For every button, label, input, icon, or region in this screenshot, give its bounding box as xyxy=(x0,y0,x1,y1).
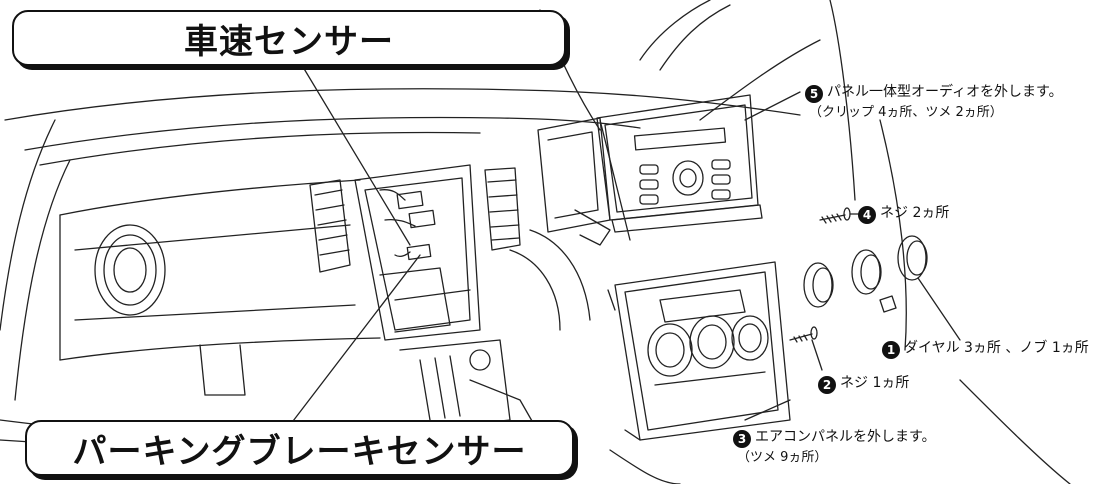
connector-b xyxy=(408,209,436,229)
center-left-vent xyxy=(309,179,351,273)
leader-3 xyxy=(744,399,791,421)
step-4-number: 4 xyxy=(858,206,876,224)
step-3-number: 3 xyxy=(733,430,751,448)
step-5-text: パネル一体型オーディオを外します。 xyxy=(827,84,1063,100)
step-3-text: エアコンパネルを外します。 xyxy=(755,429,936,445)
leader-speed-sensor xyxy=(299,61,411,246)
leader-5 xyxy=(744,91,801,121)
dial-knobs xyxy=(803,235,928,313)
screw-2 xyxy=(789,326,818,343)
dashboard-top-edge xyxy=(4,88,801,121)
parking-brake-sensor-label: パーキングブレーキセンサー xyxy=(25,420,574,476)
left-air-vent xyxy=(94,224,166,316)
screw-4 xyxy=(819,207,851,224)
console-opening xyxy=(354,164,481,341)
leader-1 xyxy=(917,277,961,341)
step-5-number: 5 xyxy=(805,85,823,103)
step-2-text: ネジ 1ヵ所 xyxy=(840,375,910,391)
step-1-number: 1 xyxy=(882,341,900,359)
step-5-subtext: （クリップ 4ヵ所、ツメ 2ヵ所） xyxy=(809,105,1003,120)
step-1-text: ダイヤル 3ヵ所 、ノブ 1ヵ所 xyxy=(904,340,1089,356)
vehicle-speed-sensor-label: 車速センサー xyxy=(12,10,566,66)
parking-brake-sensor-text: パーキングブレーキセンサー xyxy=(72,431,527,472)
audio-unit xyxy=(537,94,763,246)
step-2-number: 2 xyxy=(818,376,836,394)
step-4-text: ネジ 2ヵ所 xyxy=(880,205,950,221)
center-right-vent xyxy=(484,167,521,251)
connector-a xyxy=(396,190,424,210)
ac-panel xyxy=(607,261,791,441)
step-3-subtext: （ツメ 9ヵ所） xyxy=(737,450,828,465)
leader-parking-sensor xyxy=(289,254,421,426)
vehicle-speed-sensor-text: 車速センサー xyxy=(184,21,394,62)
leader-2 xyxy=(811,339,823,371)
